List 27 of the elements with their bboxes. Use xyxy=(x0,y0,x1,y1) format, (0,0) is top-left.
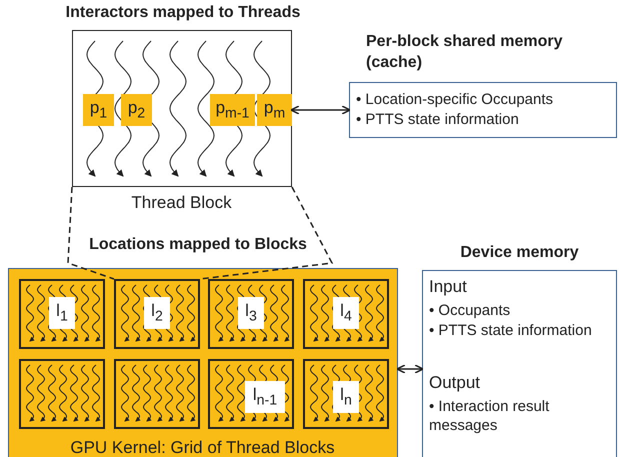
location-label: l$_{1}$ xyxy=(49,297,75,329)
section-heading: Output xyxy=(429,373,482,392)
location-label: l$_{n-1}$ xyxy=(245,381,285,413)
memory-heading: Device memory xyxy=(459,244,580,262)
grid-panel xyxy=(8,268,398,457)
block-caption: Thread Block xyxy=(130,193,233,212)
bullet-item: • Interaction result messages xyxy=(429,397,550,435)
interactor-label: p$_{1}$ xyxy=(83,94,114,126)
dashed-line xyxy=(67,186,114,280)
interactor-label: p$_{m-1}$ xyxy=(210,94,255,126)
interactor-label: p$_{2}$ xyxy=(121,94,152,126)
bullet-item: • PTTS state information xyxy=(356,110,519,129)
block-heading: Interactors mapped to Threads xyxy=(64,4,302,22)
memory-heading: Per-block shared memory (cache) xyxy=(366,32,564,73)
location-label: l$_{2}$ xyxy=(144,297,170,329)
location-label: l$_{n}$ xyxy=(333,381,359,413)
arrow xyxy=(290,105,351,115)
grid-caption: GPU Kernel: Grid of Thread Blocks xyxy=(69,438,336,457)
bullet-item: • Occupants xyxy=(429,301,512,320)
arrow xyxy=(396,364,424,374)
location-label: l$_{3}$ xyxy=(238,297,264,329)
location-label: l$_{4}$ xyxy=(333,297,359,329)
bullet-item: • PTTS state information xyxy=(429,321,593,340)
section-heading: Input xyxy=(429,277,468,296)
bullet-item: • Location-specific Occupants xyxy=(356,90,554,109)
section-heading: Locations mapped to Blocks xyxy=(88,236,308,254)
interactor-label: p$_{m}$ xyxy=(257,94,292,126)
